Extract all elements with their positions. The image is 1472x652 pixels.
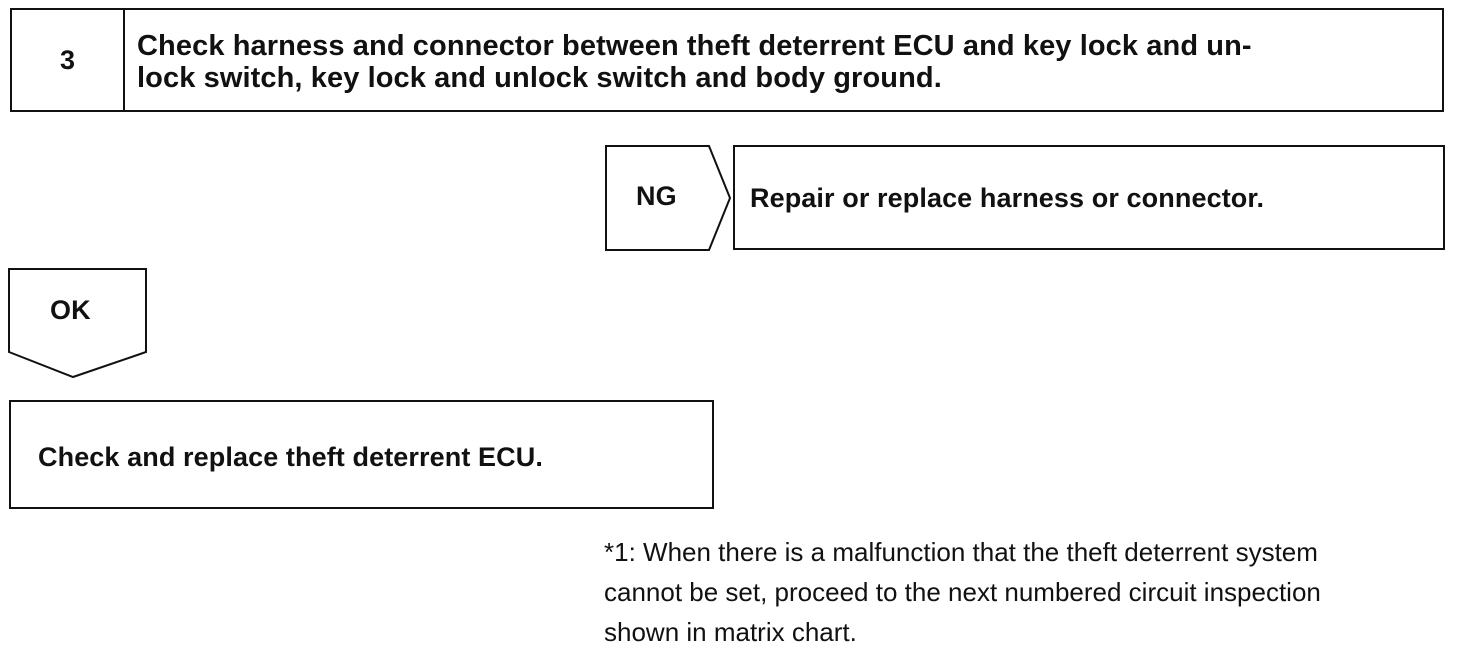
ng-action-text: Repair or replace harness or connector. <box>750 183 1265 213</box>
step-number: 3 <box>12 10 125 110</box>
ok-branch-tag: OK <box>7 267 149 382</box>
step-title: Check harness and connector between thef… <box>137 30 1434 94</box>
ng-action-box: Repair or replace harness or connector. <box>733 145 1445 250</box>
step-title-line-2: lock switch, key lock and unlock switch … <box>137 62 942 94</box>
footnote-line-2: cannot be set, proceed to the next numbe… <box>604 577 1321 607</box>
ng-label: NG <box>636 181 677 211</box>
ok-arrow-shape <box>8 268 147 379</box>
ok-action-text: Check and replace theft deterrent ECU. <box>38 442 543 472</box>
ok-label: OK <box>50 295 91 325</box>
ng-arrow-shape <box>605 145 732 251</box>
step-title-line-1: Check harness and connector between thef… <box>137 30 1252 62</box>
footnote-line-3: shown in matrix chart. <box>604 617 857 647</box>
step-header-box: 3 Check harness and connector between th… <box>10 8 1444 112</box>
ng-branch-tag: NG <box>604 144 732 252</box>
ok-action-box: Check and replace theft deterrent ECU. <box>9 400 714 509</box>
footnote: *1: When there is a malfunction that the… <box>604 532 1462 652</box>
footnote-line-1: *1: When there is a malfunction that the… <box>604 537 1318 567</box>
